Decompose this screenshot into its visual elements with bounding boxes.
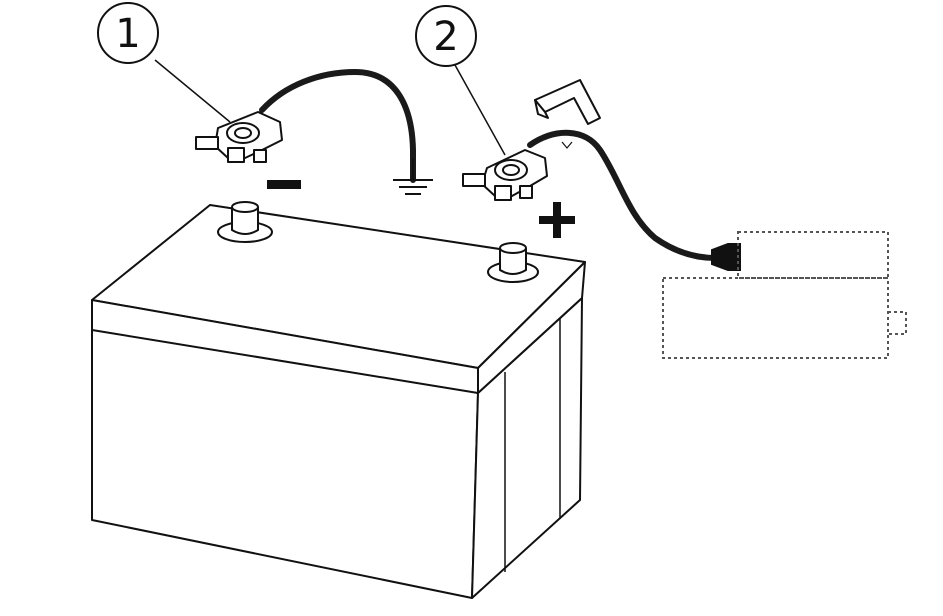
callout-2-leader: [454, 64, 506, 156]
charger-upper-box: [737, 231, 889, 279]
clamp-bolt-head: [494, 185, 512, 201]
small-arrow-mark: [561, 141, 573, 149]
negative-post-body: [231, 207, 259, 235]
cable-plug-icon: [711, 243, 741, 271]
positive-post-body: [499, 248, 527, 275]
positive-post-top: [499, 242, 527, 254]
callout-2: 2: [415, 5, 506, 156]
battery-lid-rim-side: [477, 261, 586, 394]
terminal-clamp-1: [195, 111, 283, 163]
callout-2-label: 2: [433, 14, 458, 60]
battery: [91, 204, 586, 599]
callout-1-label: 1: [115, 11, 140, 57]
callout-1-circle: [97, 2, 159, 64]
negative-post-top: [231, 201, 259, 213]
charger-side-tab: [887, 311, 907, 335]
negative-sign: [267, 180, 301, 189]
clamp-bolt-head: [227, 147, 245, 163]
charger-cable: [527, 129, 718, 261]
positive-sign: [539, 202, 575, 238]
clamp-bolt-left: [462, 173, 486, 187]
callout-2-circle: [415, 5, 477, 67]
charger-icon: [662, 231, 907, 359]
ground-symbol-icon: [393, 158, 433, 195]
clamp-bolt-left: [195, 136, 219, 150]
negative-post: [217, 201, 273, 243]
terminal-cover: [534, 79, 601, 125]
positive-post: [487, 242, 539, 283]
clamp-ring-hole: [234, 127, 252, 139]
ground-cable: [259, 68, 416, 183]
clamp-nut: [253, 149, 267, 163]
callout-1-leader: [154, 59, 231, 123]
callout-1: 1: [97, 2, 231, 123]
terminal-clamp-2: [462, 149, 548, 201]
clamp-nut: [519, 185, 533, 199]
charger-main-box: [662, 277, 889, 359]
clamp-ring-hole: [502, 164, 520, 176]
